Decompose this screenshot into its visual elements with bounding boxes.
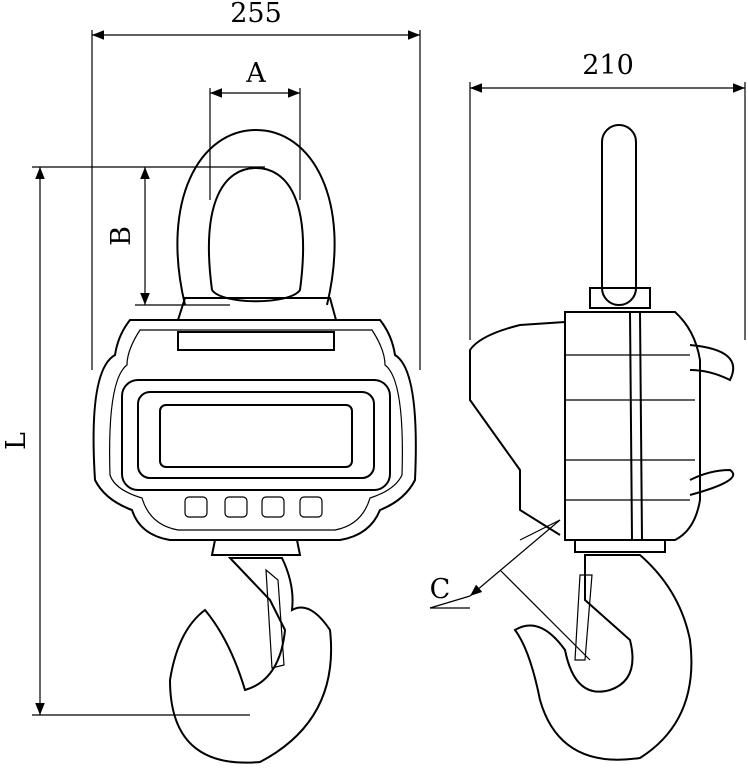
dimension-210-label: 210 xyxy=(582,50,634,81)
dimension-255: 255 xyxy=(91,0,421,370)
dimension-l-label: L xyxy=(1,432,32,450)
dimension-a: A xyxy=(209,58,301,200)
dimension-b: B xyxy=(106,166,265,306)
dimension-255-label: 255 xyxy=(230,0,282,29)
dimension-a-label: A xyxy=(245,58,266,89)
dimension-l: L xyxy=(1,166,250,716)
front-view xyxy=(92,128,417,764)
dimension-b-label: B xyxy=(106,226,137,246)
dimension-c-label: C xyxy=(430,574,451,605)
dimension-210: 210 xyxy=(469,50,746,340)
side-view xyxy=(469,124,735,761)
dimension-c: C xyxy=(430,519,591,661)
